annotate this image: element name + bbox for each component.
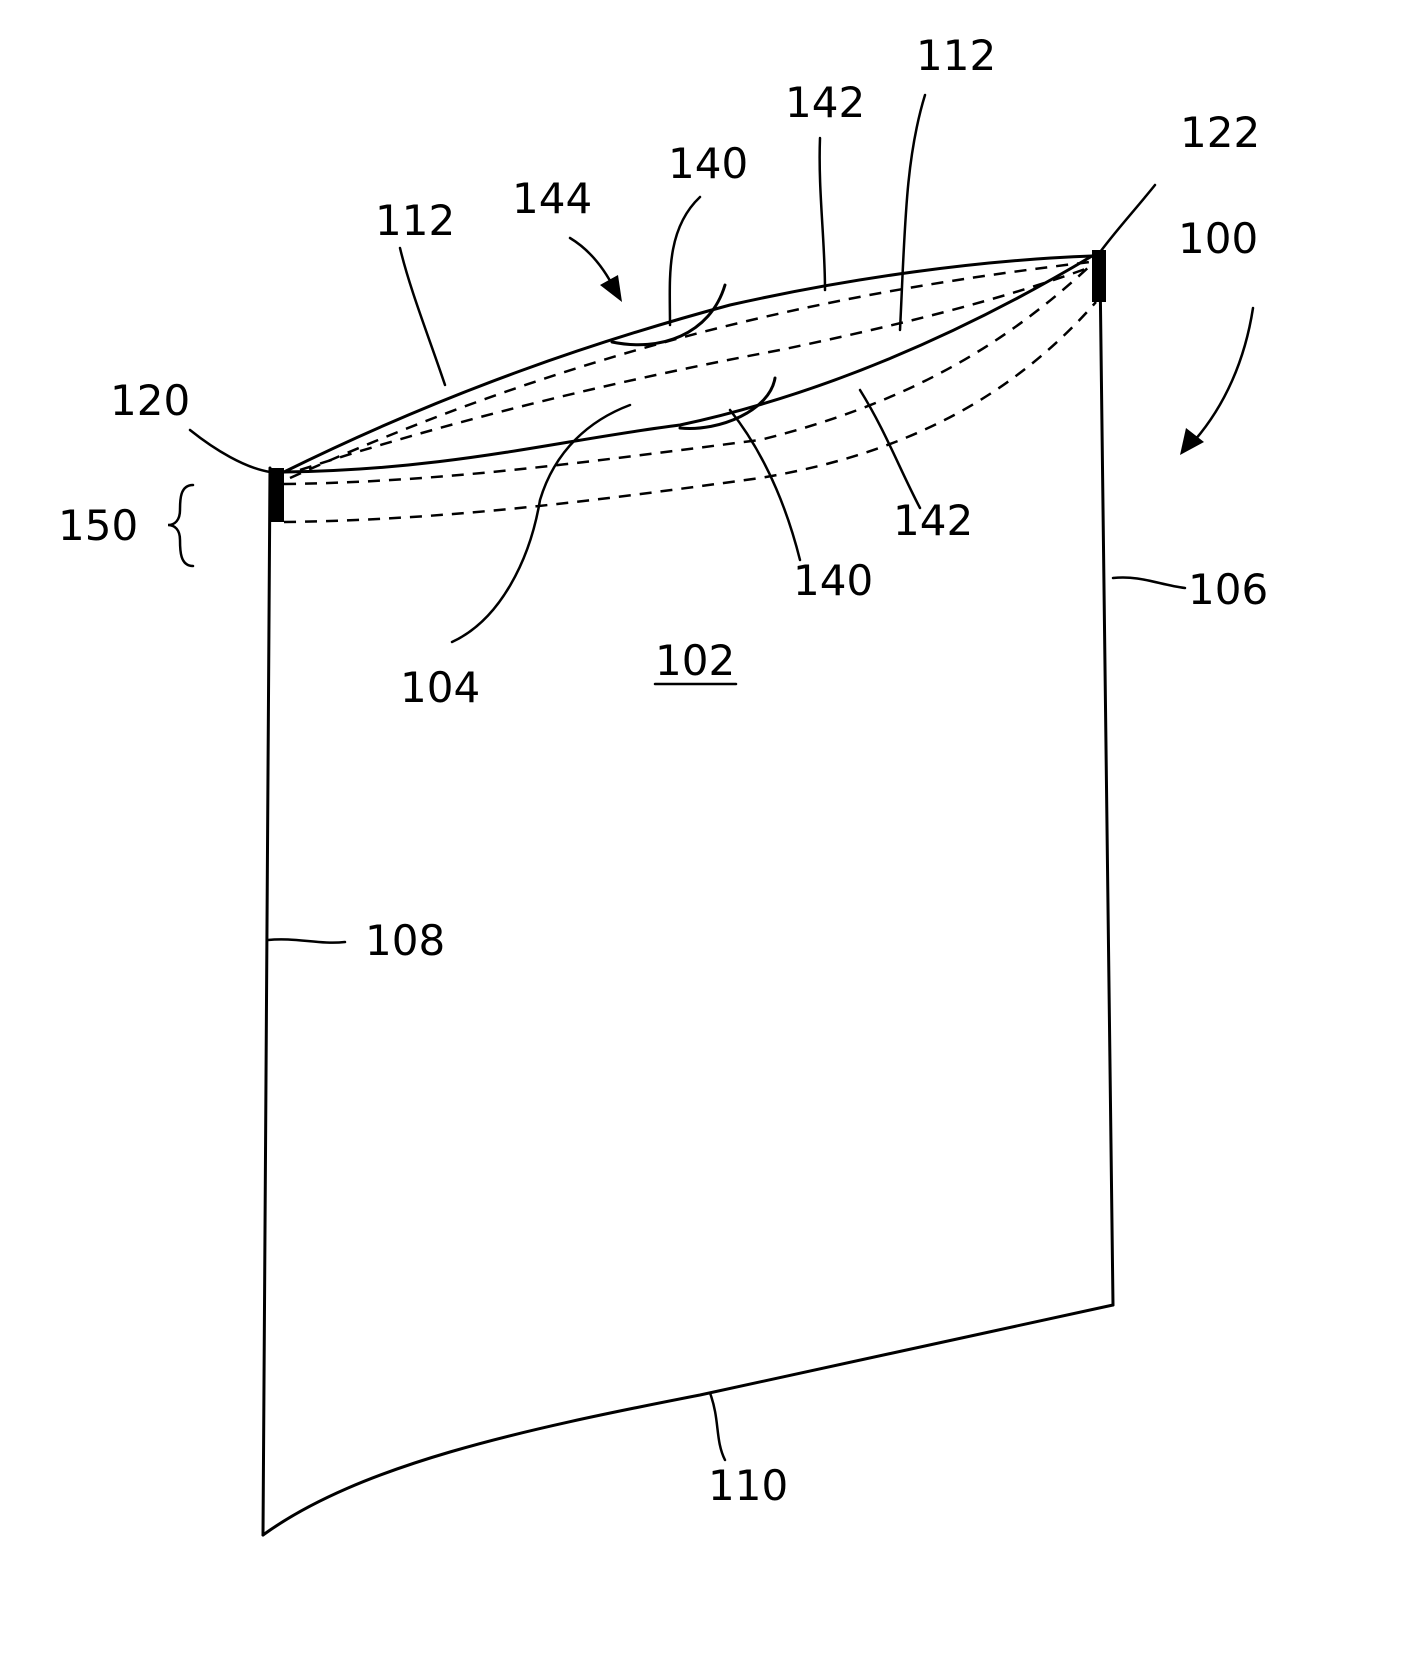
label-front-panel: 102	[655, 636, 735, 685]
label-seal-zone: 150	[58, 501, 138, 550]
front-top-edge	[284, 256, 1092, 472]
leader-142-upper	[820, 138, 825, 290]
arrow-144-head	[600, 275, 622, 302]
leader-140-upper	[670, 197, 700, 325]
leader-112-left	[400, 248, 445, 385]
leader-104	[452, 405, 630, 642]
leader-112-right	[900, 95, 925, 330]
leader-122	[1098, 185, 1155, 255]
label-top-edge-left: 112	[375, 196, 455, 245]
leader-120	[190, 430, 270, 472]
label-right-side: 106	[1188, 565, 1268, 614]
label-left-corner: 120	[110, 376, 190, 425]
label-right-corner: 122	[1180, 108, 1260, 157]
label-bottom: 110	[708, 1461, 788, 1510]
rear-closure-line-a	[290, 262, 1090, 478]
label-notch-upper: 140	[668, 139, 748, 188]
leader-108	[268, 939, 345, 942]
left-side-edge	[263, 468, 270, 1535]
front-closure-line-a	[284, 264, 1092, 484]
label-opening: 104	[400, 663, 480, 712]
bracket-150	[168, 485, 193, 566]
leader-110	[710, 1393, 725, 1460]
label-left-side: 108	[365, 916, 445, 965]
right-side-edge	[1100, 268, 1113, 1305]
rear-top-edge	[284, 256, 1092, 472]
leader-142-lower	[860, 390, 920, 508]
label-closure-lower: 142	[893, 496, 973, 545]
label-top-edge-right: 112	[916, 31, 996, 80]
label-bag: 100	[1178, 214, 1258, 263]
arrow-100-shaft	[1195, 308, 1253, 440]
label-notch-lower: 140	[793, 556, 873, 605]
leader-106	[1113, 577, 1185, 588]
right-corner-seal	[1092, 250, 1106, 302]
label-mouth: 144	[512, 174, 592, 223]
rear-closure-line-b	[300, 268, 1088, 470]
left-corner-seal	[270, 468, 284, 522]
label-closure-upper: 142	[785, 78, 865, 127]
bottom-edge	[263, 1305, 1113, 1535]
